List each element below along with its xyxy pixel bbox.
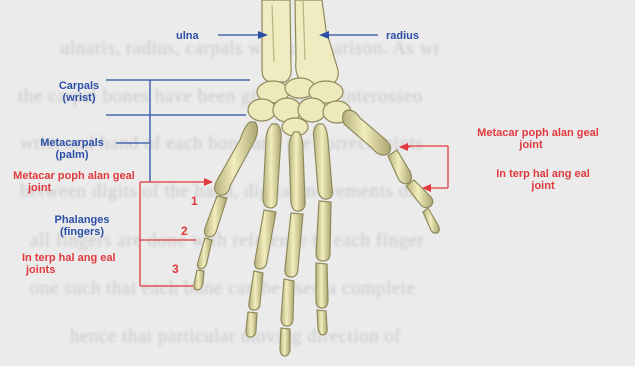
forearm-bones <box>262 0 338 86</box>
joint-number-1: 1 <box>191 195 198 207</box>
carpals-label: Carpals (wrist) <box>44 80 114 104</box>
ip-joints-left-line2: joints <box>22 264 116 276</box>
mcp-joint-left-line1: Metacar poph alan geal <box>6 170 142 182</box>
ip-joint-right-line1: In terp hal ang eal <box>478 168 608 180</box>
ulna-bone <box>262 0 291 82</box>
radius-label: radius <box>386 30 419 42</box>
mcp-joint-left-label: Metacar poph alan geal joint <box>6 170 142 194</box>
mcp-joint-right-line1: Metacar poph alan geal <box>443 127 633 139</box>
ip-joint-right-line2: joint <box>478 180 608 192</box>
ip-joints-left-label: In terp hal ang eal joints <box>22 252 116 276</box>
phalanges-title: Phalanges <box>44 214 120 226</box>
radius-bone <box>295 0 338 86</box>
ulna-label: ulna <box>176 30 199 42</box>
carpal-bones <box>248 78 351 136</box>
phalanges-subtitle: (fingers) <box>44 226 120 238</box>
mcp-joint-left-line2: joint <box>6 182 142 194</box>
phalanges-label: Phalanges (fingers) <box>44 214 120 238</box>
ip-joints-left-line1: In terp hal ang eal <box>22 252 116 264</box>
mcp-joint-right-line2: joint <box>443 139 633 151</box>
mcp-joint-right-label: Metacar poph alan geal joint <box>443 127 633 151</box>
joint-number-3: 3 <box>172 263 179 275</box>
carpals-title: Carpals <box>44 80 114 92</box>
metacarpals-label: Metacarpals (palm) <box>28 137 116 161</box>
metacarpals-title: Metacarpals <box>28 137 116 149</box>
joint-number-2: 2 <box>181 225 188 237</box>
carpals-subtitle: (wrist) <box>44 92 114 104</box>
metacarpals-subtitle: (palm) <box>28 149 116 161</box>
ip-joint-right-label: In terp hal ang eal joint <box>478 168 608 192</box>
